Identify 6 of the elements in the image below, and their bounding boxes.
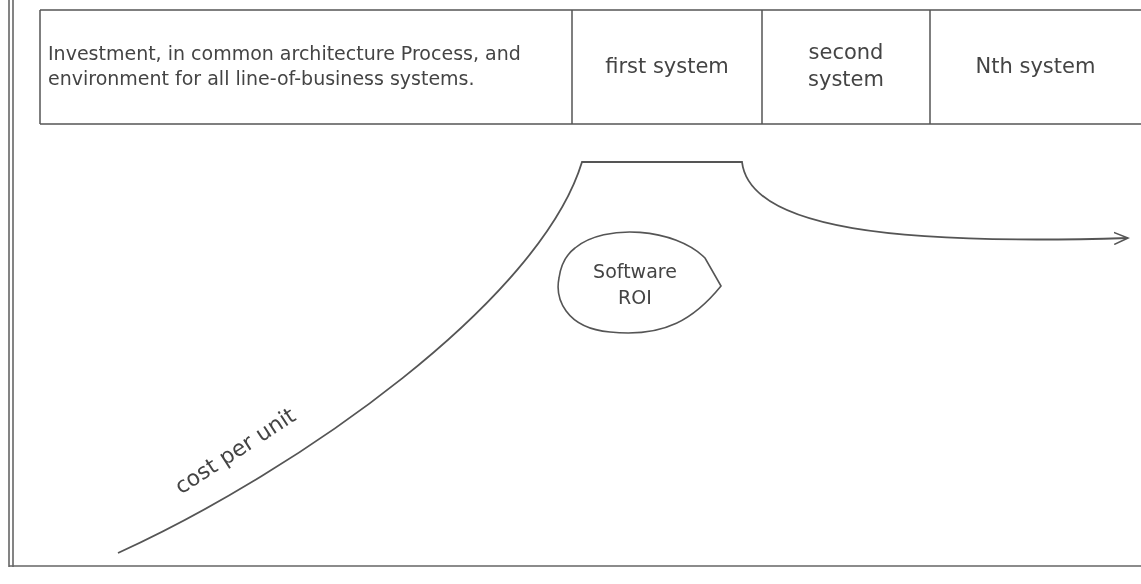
node-label: Software ROI (592, 259, 678, 310)
table-cell-text: Nth system (974, 52, 1097, 80)
curve-label: cost per unit (170, 402, 301, 499)
table-cell-text: first system (604, 52, 730, 80)
table-cell-text: Investment, in common architecture Process, and environment for all line-of-business systems. (47, 41, 522, 91)
table-cell-text: second system (807, 39, 885, 93)
